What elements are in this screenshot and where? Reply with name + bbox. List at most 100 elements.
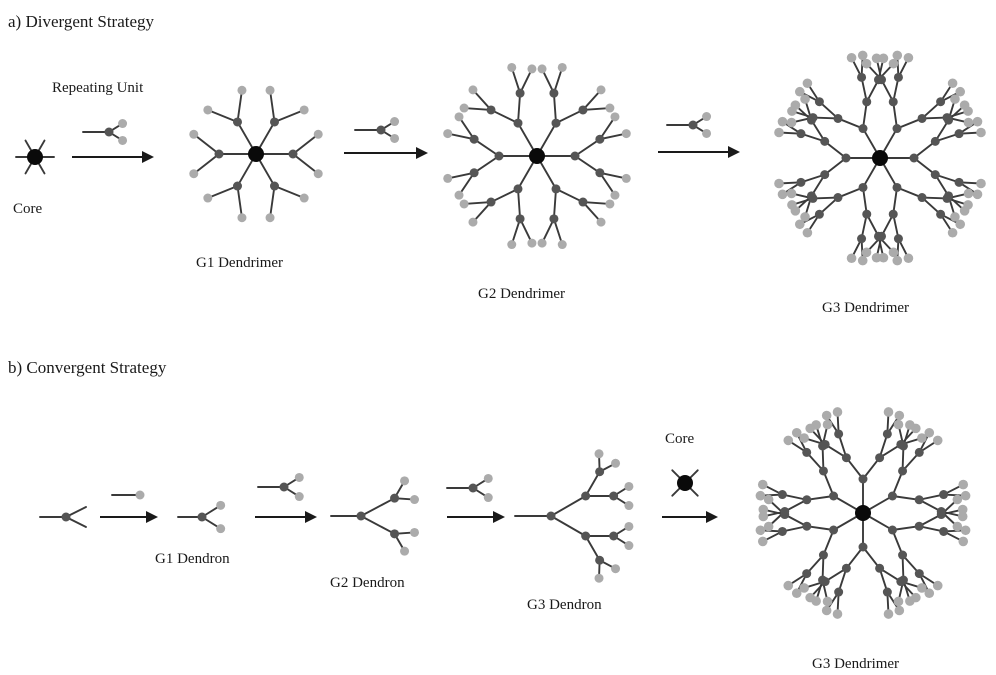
bond-layer — [330, 479, 416, 553]
focal-node — [104, 127, 114, 137]
terminal-group — [596, 85, 606, 95]
focal-node — [688, 120, 698, 130]
branch-node — [494, 151, 504, 161]
terminal-group — [621, 173, 631, 183]
terminal-group — [702, 128, 712, 138]
bond — [582, 201, 602, 224]
terminal-group — [947, 227, 958, 238]
branch-node — [893, 72, 903, 82]
terminal-group — [774, 127, 784, 138]
branch-node — [609, 491, 619, 501]
bond — [446, 171, 476, 180]
branch-node — [875, 453, 885, 463]
node-layer — [755, 407, 971, 619]
branch-node — [882, 429, 892, 439]
terminal-group — [454, 112, 464, 122]
terminal-group — [917, 583, 927, 593]
branch-node — [914, 569, 924, 579]
terminal-group — [189, 129, 199, 139]
terminal-group — [952, 494, 963, 505]
branch-node — [841, 153, 851, 163]
terminal-group — [527, 64, 537, 74]
terminal-group — [468, 217, 478, 227]
branch-node — [595, 168, 605, 178]
g3-dendrimer-label-top: G3 Dendrimer — [822, 300, 909, 316]
branch-node — [930, 170, 940, 180]
terminal-group — [917, 433, 927, 443]
branch-node — [858, 542, 868, 552]
terminal-group — [755, 490, 766, 501]
branch-node — [898, 550, 908, 560]
terminal-group — [799, 433, 809, 443]
terminal-group — [791, 588, 802, 599]
terminal-group — [624, 521, 634, 531]
bond — [584, 470, 601, 497]
branch-node — [858, 124, 868, 134]
bond — [862, 100, 868, 130]
terminal-group — [786, 188, 797, 199]
bond — [892, 186, 898, 216]
bond — [206, 109, 239, 123]
terminal-group — [777, 116, 788, 127]
branch-node — [818, 550, 828, 560]
terminal-group — [763, 521, 774, 532]
branch-node — [233, 181, 242, 191]
terminal-group — [237, 85, 247, 95]
terminal-group — [410, 495, 420, 505]
branch-node — [857, 72, 867, 82]
branch-node — [581, 491, 591, 501]
terminal-group — [483, 473, 493, 483]
terminal-group — [454, 190, 464, 200]
branch-node — [390, 493, 400, 503]
terminal-group — [950, 212, 960, 222]
bond — [360, 497, 396, 517]
branch-node — [796, 177, 806, 187]
bond — [555, 187, 584, 204]
branch-node — [233, 117, 242, 127]
terminal-group — [624, 481, 634, 491]
terminal-group — [468, 85, 478, 95]
branch-node — [896, 577, 906, 587]
branch-node — [888, 209, 898, 219]
g3-dendrimer-label-bottom: G3 Dendrimer — [812, 656, 899, 672]
branch-node — [609, 531, 619, 541]
bond — [574, 155, 601, 174]
terminal-group — [537, 238, 547, 248]
terminal-group — [963, 188, 974, 199]
terminal-group — [888, 58, 899, 69]
node-layer — [356, 476, 420, 556]
branch-node — [873, 231, 883, 241]
terminal-group — [857, 50, 868, 61]
branch-node — [551, 184, 561, 194]
branch-node — [936, 506, 946, 516]
branch-node — [942, 113, 952, 123]
branch-node — [829, 525, 839, 535]
branch-node — [818, 575, 828, 585]
branch-node — [914, 447, 924, 457]
branch-node — [578, 105, 588, 115]
bond — [269, 185, 276, 219]
node-layer — [189, 85, 323, 223]
monomer-molecule — [39, 506, 87, 528]
terminal-group — [313, 129, 323, 139]
branch-node — [777, 490, 787, 500]
terminal-group — [400, 546, 410, 556]
g1-dendrimer-label: G1 Dendrimer — [196, 255, 283, 271]
branch-node — [917, 113, 927, 123]
branch-node — [898, 466, 908, 476]
branch-node — [936, 209, 946, 219]
bond — [574, 138, 601, 157]
bond — [236, 89, 243, 123]
convergent-title: b) Convergent Strategy — [8, 358, 167, 377]
terminal-group — [459, 103, 469, 113]
terminal-group — [958, 536, 969, 547]
node-layer — [688, 112, 712, 138]
branch-node — [595, 555, 605, 565]
terminal-group — [963, 117, 974, 128]
bond — [584, 535, 601, 562]
g3-dendrimer-molecule-bottom — [755, 407, 971, 619]
terminal-group — [203, 193, 213, 203]
arrow-core-to-g1 — [72, 151, 154, 163]
terminal-group — [871, 53, 882, 64]
terminal-group — [299, 105, 309, 115]
